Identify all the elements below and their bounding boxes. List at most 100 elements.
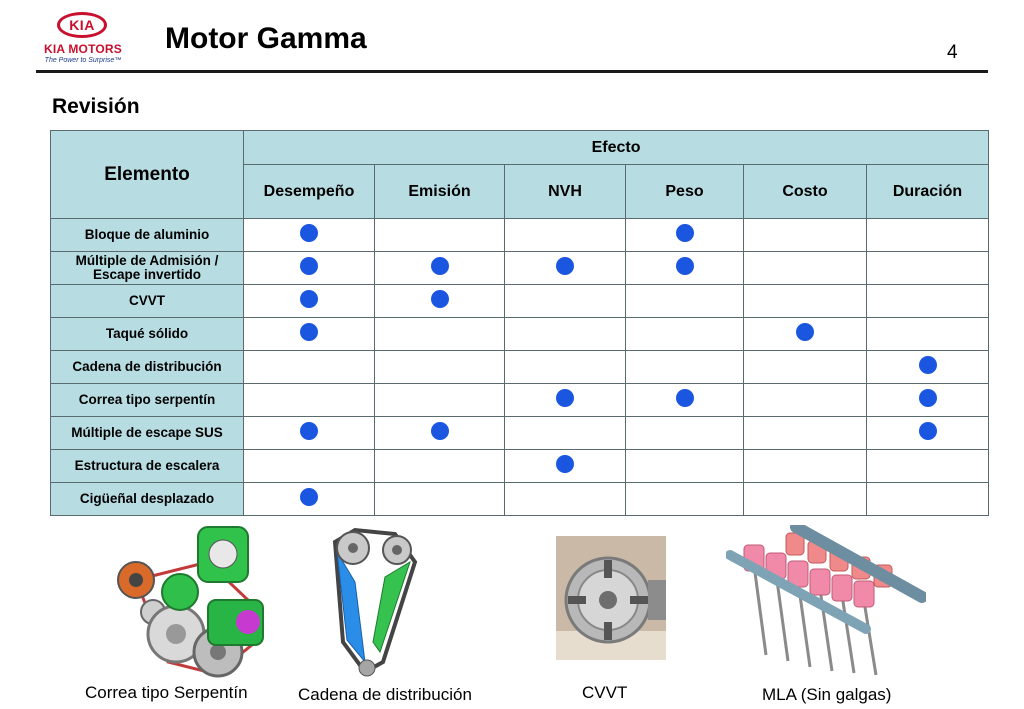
table-cell bbox=[865, 317, 990, 351]
table-cell bbox=[743, 482, 867, 516]
table-cell bbox=[865, 284, 990, 318]
row-label: Múltiple de escape SUS bbox=[50, 416, 244, 450]
table-cell bbox=[504, 317, 626, 351]
effect-dot-icon bbox=[300, 421, 318, 440]
cvvt-photo bbox=[556, 536, 666, 660]
table-cell bbox=[625, 284, 744, 318]
element-header: Elemento bbox=[50, 130, 244, 219]
table-cell bbox=[374, 218, 505, 252]
column-header: Duración bbox=[865, 164, 990, 219]
page-number: 4 bbox=[947, 42, 958, 63]
table-cell bbox=[743, 284, 867, 318]
column-header: NVH bbox=[504, 164, 626, 219]
table-cell bbox=[743, 416, 867, 450]
row-label: Cigüeñal desplazado bbox=[50, 482, 244, 516]
caption-mla: MLA (Sin galgas) bbox=[762, 685, 892, 704]
effect-dot-icon bbox=[300, 256, 318, 275]
table-cell bbox=[504, 416, 626, 450]
effect-dot-icon bbox=[300, 223, 318, 242]
caption-serpentine: Correa tipo Serpentín bbox=[85, 683, 248, 702]
kia-logo: KIA KIA MOTORS The Power to Surprise™ bbox=[38, 10, 128, 68]
mla-image bbox=[726, 525, 926, 676]
table-cell bbox=[504, 350, 626, 384]
row-label: Estructura de escalera bbox=[50, 449, 244, 483]
table-cell bbox=[243, 350, 375, 384]
table-row: Estructura de escalera bbox=[50, 449, 990, 483]
caption-cvvt: CVVT bbox=[582, 683, 628, 702]
table-cell bbox=[374, 251, 505, 285]
row-label: Taqué sólido bbox=[50, 317, 244, 351]
effect-dot-icon bbox=[430, 256, 449, 275]
table-cell bbox=[374, 449, 505, 483]
effect-header: Efecto bbox=[242, 130, 990, 165]
effect-dot-icon bbox=[675, 388, 694, 407]
row-label: Bloque de aluminio bbox=[50, 218, 244, 252]
effect-dot-icon bbox=[675, 223, 694, 242]
column-header: Costo bbox=[743, 164, 867, 219]
table-row: Múltiple de escape SUS bbox=[50, 416, 990, 450]
table-cell bbox=[374, 383, 505, 417]
table-row: Correa tipo serpentín bbox=[50, 383, 990, 417]
serpentine-belt-image bbox=[117, 526, 264, 678]
table-cell bbox=[243, 284, 375, 318]
effect-dot-icon bbox=[556, 256, 574, 275]
table-cell bbox=[865, 251, 990, 285]
table-cell bbox=[865, 482, 990, 516]
table-cell bbox=[865, 416, 990, 450]
effect-dot-icon bbox=[300, 289, 318, 308]
table-cell bbox=[374, 416, 505, 450]
table-cell bbox=[625, 482, 744, 516]
table-cell bbox=[243, 251, 375, 285]
table-cell bbox=[374, 482, 505, 516]
effect-dot-icon bbox=[300, 487, 318, 506]
table-cell bbox=[743, 449, 867, 483]
effect-dot-icon bbox=[430, 289, 449, 308]
row-label: Correa tipo serpentín bbox=[50, 383, 244, 417]
table-cell bbox=[625, 383, 744, 417]
effect-dot-icon bbox=[556, 454, 574, 473]
table-cell bbox=[865, 350, 990, 384]
table-cell bbox=[504, 482, 626, 516]
table-cell bbox=[374, 317, 505, 351]
header-rule bbox=[36, 70, 988, 73]
table-cell bbox=[865, 218, 990, 252]
table-cell bbox=[374, 350, 505, 384]
effect-dot-icon bbox=[796, 322, 814, 341]
column-header: Peso bbox=[625, 164, 744, 219]
table-cell bbox=[625, 350, 744, 384]
table-row: CVVT bbox=[50, 284, 990, 318]
effect-dot-icon bbox=[300, 322, 318, 341]
table-cell bbox=[743, 218, 867, 252]
table-cell bbox=[743, 317, 867, 351]
table-cell bbox=[625, 416, 744, 450]
table-cell bbox=[504, 383, 626, 417]
table-cell bbox=[243, 383, 375, 417]
effect-dot-icon bbox=[918, 388, 937, 407]
kia-logo-text: KIA bbox=[69, 17, 95, 33]
table-row: Cigüeñal desplazado bbox=[50, 482, 990, 516]
effect-dot-icon bbox=[918, 421, 937, 440]
table-cell bbox=[625, 251, 744, 285]
effect-dot-icon bbox=[918, 355, 937, 374]
table-cell bbox=[865, 383, 990, 417]
column-header: Desempeño bbox=[243, 164, 375, 219]
table-cell bbox=[743, 383, 867, 417]
table-cell bbox=[625, 449, 744, 483]
table-cell bbox=[625, 218, 744, 252]
table-cell bbox=[243, 482, 375, 516]
slide-title: Motor Gamma bbox=[165, 22, 367, 55]
brand-name: KIA MOTORS bbox=[43, 42, 122, 56]
caption-chain: Cadena de distribución bbox=[298, 685, 472, 704]
table-cell bbox=[865, 449, 990, 483]
table-cell bbox=[504, 251, 626, 285]
table-cell bbox=[243, 218, 375, 252]
section-title: Revisión bbox=[52, 95, 140, 118]
table-cell bbox=[243, 317, 375, 351]
column-header: Emisión bbox=[374, 164, 505, 219]
table-row: Cadena de distribución bbox=[50, 350, 990, 384]
kia-oval-emblem: KIA bbox=[57, 12, 107, 38]
table-cell bbox=[374, 284, 505, 318]
